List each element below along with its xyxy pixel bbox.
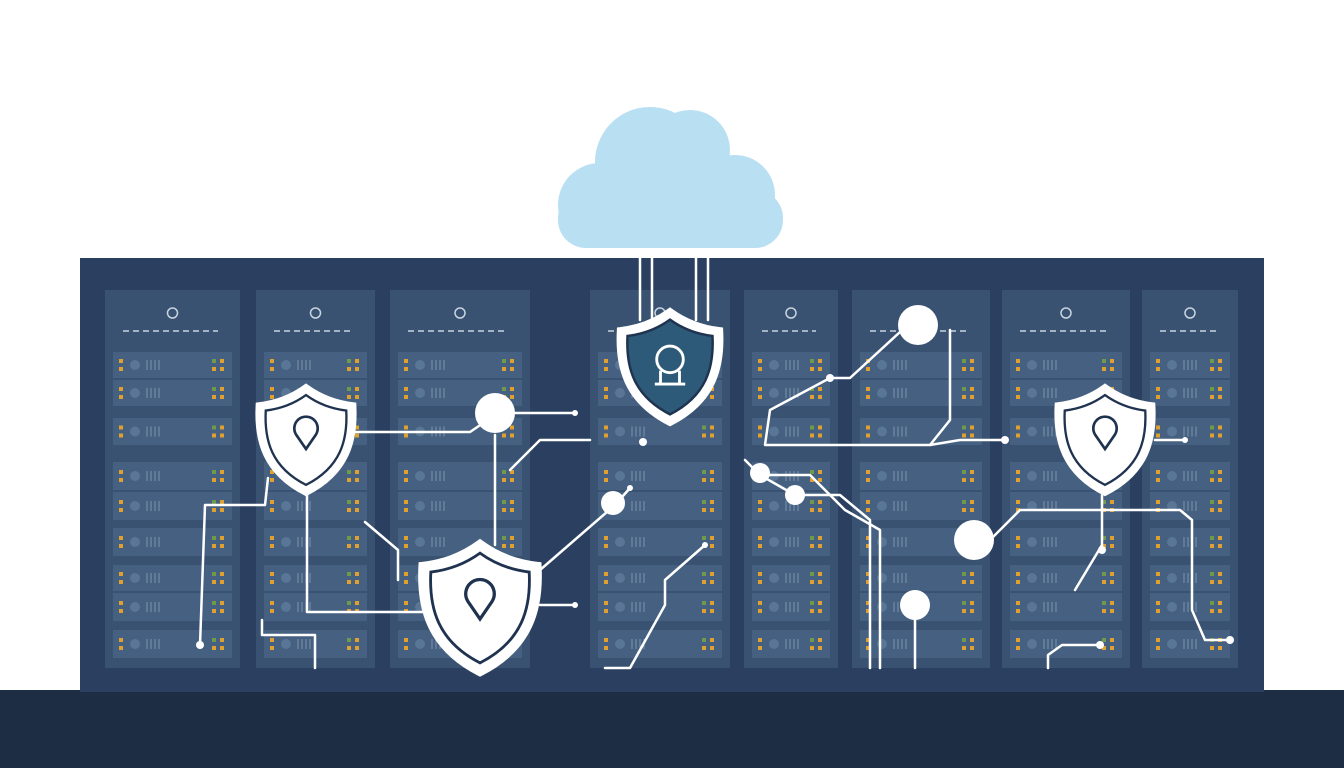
power-icon — [785, 307, 797, 319]
server-unit — [113, 380, 232, 406]
server-unit — [752, 593, 830, 621]
server-unit — [752, 492, 830, 520]
server-unit — [598, 565, 722, 591]
network-node — [572, 602, 578, 608]
server-unit — [598, 528, 722, 556]
network-node — [702, 542, 708, 548]
server-rack — [105, 290, 240, 668]
server-unit — [752, 565, 830, 591]
server-unit — [752, 352, 830, 378]
server-unit — [752, 418, 830, 445]
server-unit — [113, 565, 232, 591]
shield-lock-icon — [616, 307, 724, 427]
server-unit — [264, 593, 367, 621]
server-unit — [398, 492, 522, 520]
server-unit — [264, 528, 367, 556]
network-node — [898, 305, 938, 345]
server-unit — [113, 593, 232, 621]
network-node — [196, 641, 204, 649]
power-icon — [454, 307, 466, 319]
server-unit — [1150, 528, 1230, 556]
network-node — [572, 410, 578, 416]
power-icon — [1060, 307, 1072, 319]
server-unit — [1150, 462, 1230, 490]
server-unit — [1150, 593, 1230, 621]
server-unit — [1150, 630, 1230, 658]
server-unit — [1010, 352, 1122, 378]
server-unit — [1010, 492, 1122, 520]
network-node — [1001, 436, 1009, 444]
server-unit — [1150, 380, 1230, 406]
server-unit — [598, 593, 722, 621]
server-unit — [860, 492, 982, 520]
server-unit — [113, 418, 232, 445]
server-racks — [105, 290, 1238, 668]
network-node — [639, 438, 647, 446]
server-unit — [860, 352, 982, 378]
server-unit — [1010, 565, 1122, 591]
network-node — [750, 463, 770, 483]
network-node — [1226, 636, 1234, 644]
server-unit — [598, 418, 722, 445]
server-unit — [1150, 352, 1230, 378]
server-unit — [1150, 565, 1230, 591]
server-rack — [1142, 290, 1238, 668]
server-unit — [598, 630, 722, 658]
cloud-icon — [558, 107, 783, 248]
server-unit — [264, 565, 367, 591]
network-node — [900, 590, 930, 620]
server-unit — [598, 462, 722, 490]
power-icon — [309, 307, 322, 319]
network-node — [475, 393, 515, 433]
network-node — [601, 491, 625, 515]
network-node — [1182, 437, 1188, 443]
server-unit — [752, 630, 830, 658]
server-unit — [860, 630, 982, 658]
floor — [0, 690, 1344, 768]
network-node — [627, 485, 633, 491]
server-unit — [860, 462, 982, 490]
server-unit — [113, 462, 232, 490]
shield-keyhole-icon — [418, 538, 542, 677]
server-unit — [860, 380, 982, 406]
network-nodes — [196, 305, 1234, 649]
shield-keyhole-icon — [255, 383, 357, 497]
server-unit — [860, 565, 982, 591]
network-node — [1096, 641, 1104, 649]
network-node — [954, 520, 994, 560]
network-node — [826, 374, 834, 382]
server-unit — [398, 352, 522, 378]
network-node — [785, 485, 805, 505]
power-icon — [1184, 307, 1196, 319]
power-icon — [166, 307, 179, 319]
server-unit — [264, 492, 367, 520]
server-unit — [113, 528, 232, 556]
network-node — [1098, 546, 1106, 554]
server-unit — [113, 630, 232, 658]
server-unit — [113, 352, 232, 378]
server-unit — [752, 528, 830, 556]
server-unit — [1150, 492, 1230, 520]
shield-keyhole-icon — [1054, 383, 1156, 497]
server-unit — [264, 352, 367, 378]
server-rack — [1002, 290, 1130, 668]
server-unit — [398, 462, 522, 490]
server-unit — [1010, 593, 1122, 621]
